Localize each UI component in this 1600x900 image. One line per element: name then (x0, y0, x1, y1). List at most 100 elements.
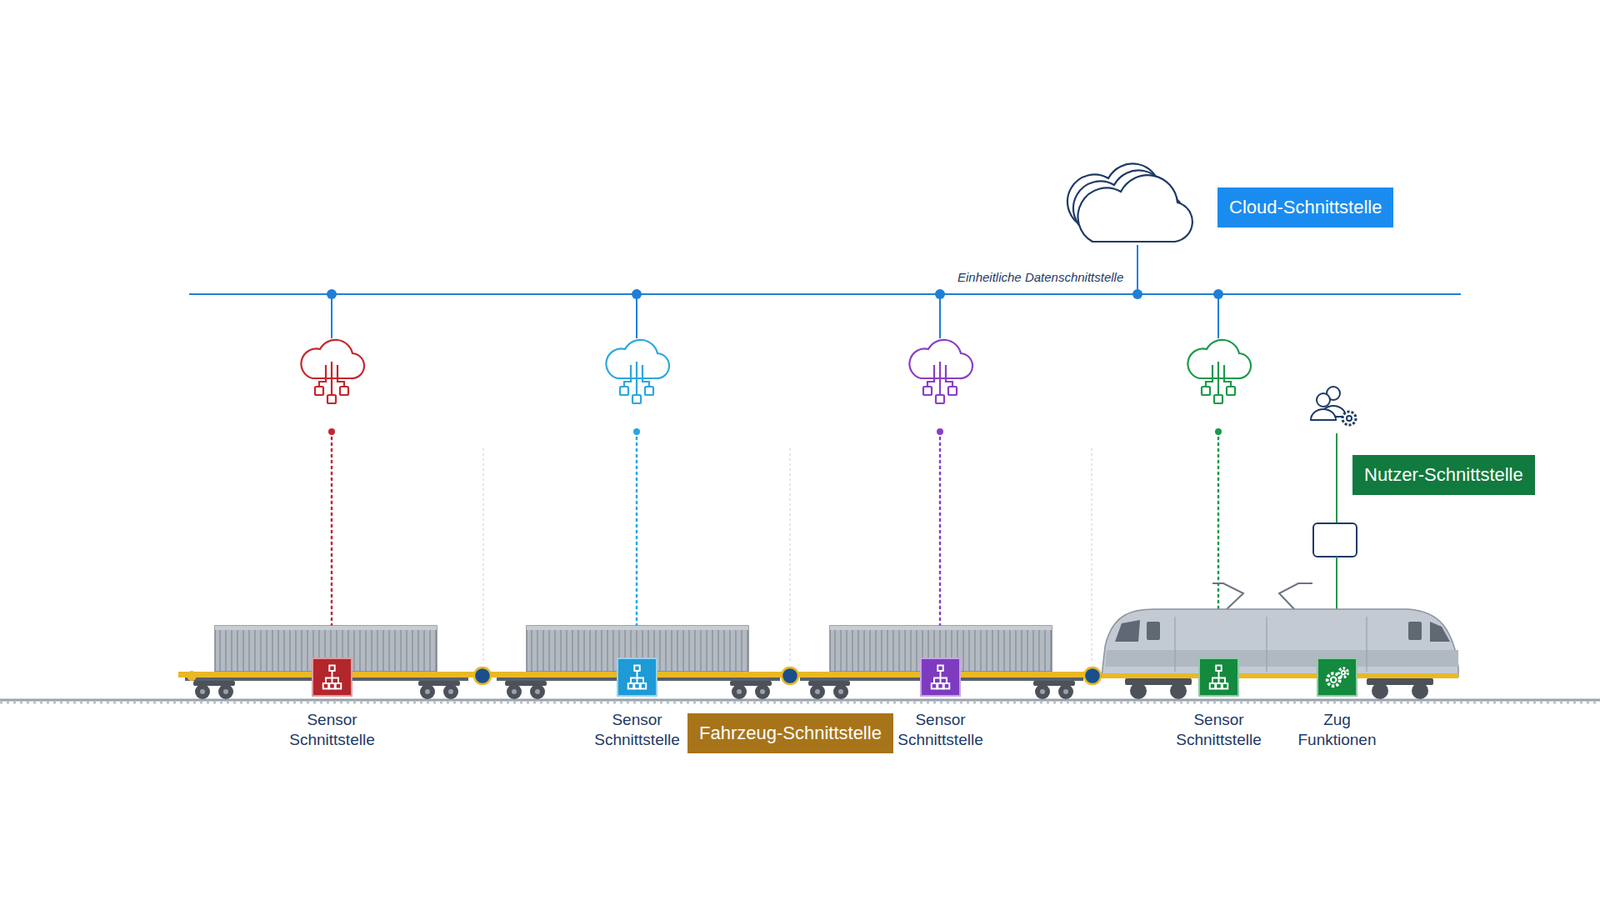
interface-caption: Sensor Schnittstelle (285, 710, 380, 750)
illustration-part (635, 294, 638, 339)
illustration-part (633, 428, 640, 435)
interface-caption: Sensor Schnittstelle (893, 710, 989, 750)
illustration-part (1212, 583, 1244, 611)
illustration-part (1105, 650, 1459, 667)
illustration-part (939, 294, 941, 339)
illustration-part (1342, 411, 1356, 425)
interface-caption: Sensor Schnittstelle (1171, 710, 1267, 750)
illustration-part (939, 431, 942, 657)
illustration-part (636, 670, 639, 684)
illustration-part (790, 448, 791, 664)
illustration-part (331, 670, 334, 684)
interface-title: Cloud-Schnittstelle (1229, 196, 1382, 219)
illustration-part (329, 683, 335, 689)
network-icon (1200, 659, 1238, 695)
illustration-part (1222, 683, 1228, 689)
interface-caption: Sensor Schnittstelle (590, 710, 685, 750)
buffer (186, 670, 197, 681)
illustration-part (628, 683, 634, 689)
container-wagon (178, 625, 475, 700)
illustration-part (1115, 620, 1450, 642)
gear-icon (1318, 659, 1356, 695)
illustration-part (325, 678, 339, 684)
illustration-part (330, 431, 334, 657)
user-link (1335, 433, 1338, 524)
couplers (474, 667, 1101, 685)
illustration-part (1101, 673, 1459, 679)
dot-ends (328, 428, 1222, 435)
bus-dots (326, 289, 1224, 300)
illustration-part (1215, 683, 1221, 689)
illustration-part (634, 665, 640, 671)
illustration-part (628, 665, 647, 690)
illustration-part (1327, 673, 1340, 686)
illustration-part (635, 431, 639, 657)
illustration-part (1084, 667, 1101, 685)
illustration-part (634, 683, 640, 689)
illustration-part (1215, 665, 1221, 671)
illustration-part (1371, 682, 1389, 700)
user-interface-box: Nutzer-Schnittstelle (1352, 455, 1535, 495)
illustration-part (1174, 616, 1175, 672)
illustration-part (1212, 583, 1313, 611)
illustration-part (328, 428, 335, 435)
illustration-part (1130, 682, 1147, 700)
illustration-part (781, 667, 799, 685)
illustration-part (1411, 682, 1429, 700)
interface-caption: Zug Funktionen (1290, 710, 1385, 750)
vehicle-interface-box: Fahrzeug-Schnittstelle (687, 713, 894, 754)
illustration-part (1146, 621, 1160, 640)
dotted-links (331, 431, 1219, 657)
illustration-part (329, 665, 335, 671)
illustration-part (1170, 682, 1187, 700)
cloud-symbol (1067, 163, 1193, 242)
illustration-part (483, 448, 485, 664)
sensor-interface: Sensor Schnittstelle (920, 657, 961, 697)
container-wagon (490, 625, 787, 700)
illustration-part (1430, 621, 1450, 642)
bus-label: Einheitliche Datenschnittstelle (955, 270, 1126, 285)
train-functions: Zug Funktionen (1316, 657, 1358, 697)
illustration-part (1078, 175, 1193, 242)
interface-title: Nutzer-Schnittstelle (1364, 464, 1524, 486)
tablet-icon (1313, 523, 1357, 557)
illustration-part (1210, 683, 1215, 689)
illustration-part (630, 678, 644, 684)
network-icon (921, 659, 960, 695)
illustration-part (1365, 616, 1367, 672)
sensor-interface: Sensor Schnittstelle (616, 657, 658, 697)
illustration-part (931, 683, 937, 689)
illustration-part (1341, 670, 1345, 675)
edge-cloud-icon (300, 340, 365, 404)
illustration-part (474, 667, 491, 685)
illustration-part (1408, 621, 1422, 640)
rail-sleepers (0, 701, 1600, 705)
data-bus (189, 293, 1461, 295)
illustration-part (323, 683, 329, 689)
sensor-interface: Sensor Schnittstelle (311, 657, 353, 697)
interface-title: Fahrzeug-Schnittstelle (699, 722, 882, 745)
illustration-part (1327, 668, 1349, 687)
illustration-part (1212, 678, 1225, 684)
cloud-interface-box: Cloud-Schnittstelle (1217, 187, 1394, 228)
illustration-part (940, 670, 942, 684)
illustration-part (1136, 245, 1139, 295)
illustration-part (1215, 428, 1222, 435)
user-icon (1310, 386, 1356, 425)
edge-cloud-icon (909, 340, 973, 404)
illustration-part (936, 428, 944, 435)
network-icon (313, 659, 351, 695)
illustration-part (1339, 668, 1349, 678)
illustration-part (323, 665, 342, 690)
illustration-part (1091, 448, 1093, 664)
illustration-part (1330, 677, 1336, 683)
illustration-part (1279, 583, 1313, 611)
illustration-part (934, 678, 947, 684)
illustration-part (1346, 415, 1352, 421)
edge-cloud-icon (1187, 340, 1251, 404)
illustration-part (1125, 678, 1434, 700)
illustration-part (1210, 665, 1229, 690)
network-icon (618, 659, 656, 695)
illustration-part (937, 665, 943, 671)
